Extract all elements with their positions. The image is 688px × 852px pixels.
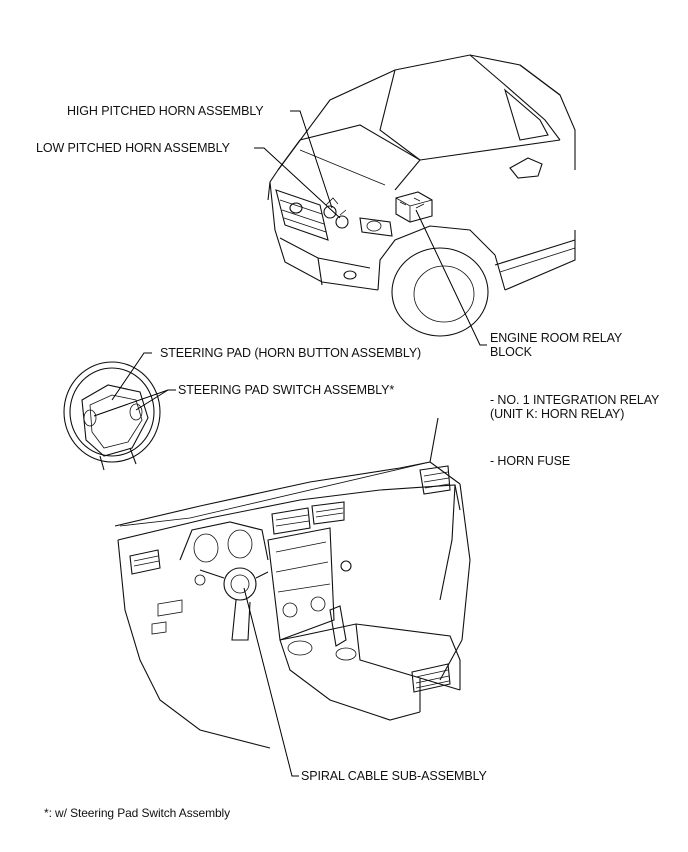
label-horn-fuse: - HORN FUSE (490, 454, 571, 468)
horn-assembly-icons (323, 197, 349, 229)
label-steering-pad: STEERING PAD (HORN BUTTON ASSEMBLY) (160, 346, 422, 360)
label-integration-relay: - NO. 1 INTEGRATION RELAY (490, 393, 660, 407)
label-high-pitched-horn: HIGH PITCHED HORN ASSEMBLY (67, 104, 264, 118)
label-low-pitched-horn: LOW PITCHED HORN ASSEMBLY (36, 141, 230, 155)
dashboard-illustration (114, 417, 471, 749)
relay-block-icon (395, 191, 433, 223)
steering-wheel-illustration (63, 361, 161, 471)
label-spiral-cable: SPIRAL CABLE SUB-ASSEMBLY (301, 769, 487, 783)
vehicle-front-illustration (267, 54, 576, 337)
label-relay-block: BLOCK (490, 345, 532, 359)
footnote: *: w/ Steering Pad Switch Assembly (44, 806, 231, 820)
label-horn-relay-unit: (UNIT K: HORN RELAY) (490, 407, 625, 421)
label-steering-pad-switch: STEERING PAD SWITCH ASSEMBLY* (178, 383, 395, 397)
label-engine-room-relay: ENGINE ROOM RELAY (490, 331, 623, 345)
